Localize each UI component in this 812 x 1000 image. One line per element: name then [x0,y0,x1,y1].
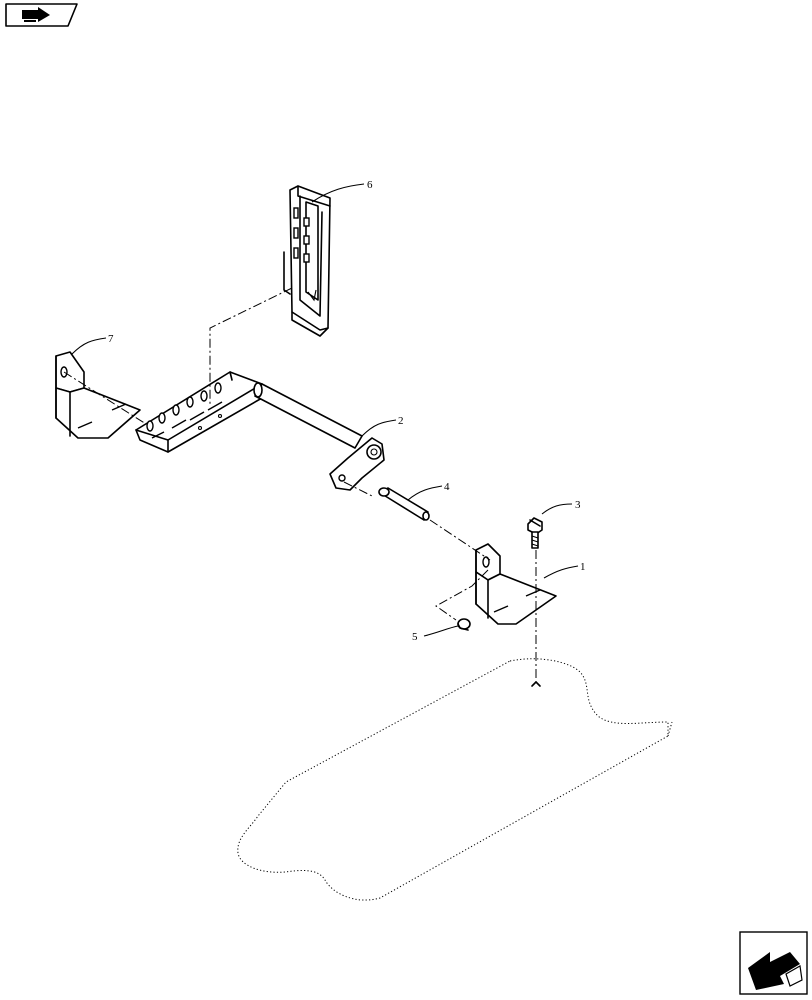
assembly-center-lines [63,287,541,687]
pedal-arm-assembly [135,371,385,491]
pin [378,487,430,521]
callout-1: 1 [580,561,586,573]
callout-4: 4 [444,481,450,493]
bracket-right [475,543,557,625]
callout-leaders [71,183,579,637]
book-arrow-icon[interactable] [5,3,78,27]
pedal-pad [283,185,331,337]
callout-5: 5 [412,631,418,643]
nut-cap [457,618,471,631]
callout-3: 3 [575,499,581,511]
callout-2: 2 [398,415,404,427]
floor-mat-outline [237,658,673,901]
bolt [527,517,543,549]
callout-labels: 6 7 2 4 3 1 5 [108,179,586,643]
navigation-arrow-icon[interactable] [739,931,808,995]
callout-6: 6 [367,179,373,191]
bracket-left [55,351,141,439]
callout-7: 7 [108,333,114,345]
